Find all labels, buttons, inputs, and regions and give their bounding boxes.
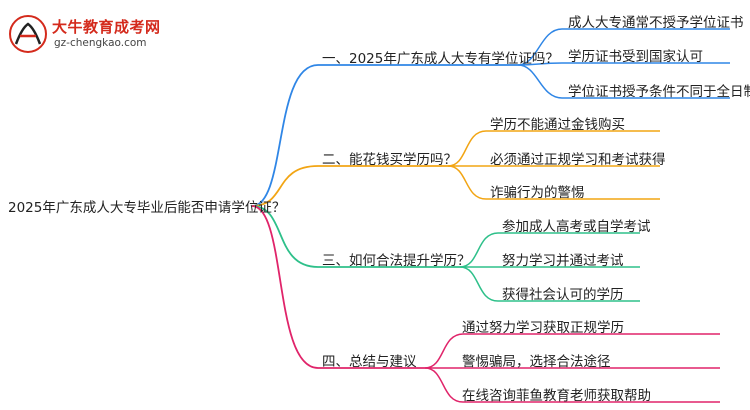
branch-3-child-1-curve xyxy=(459,232,499,268)
branch-3-child-3-curve xyxy=(459,266,499,302)
branch-4-item-3: 在线咨询菲鱼教育老师获取帮助 xyxy=(462,388,651,404)
branch-2-curve xyxy=(251,165,319,207)
branch-1-child-3-curve xyxy=(517,64,563,99)
branch-4-child-1-curve xyxy=(424,333,464,369)
root-topic: 2025年广东成人大专毕业后能否申请学位证？ xyxy=(8,200,286,216)
branch-3-item-1: 参加成人高考或自学考试 xyxy=(502,219,651,235)
logo-title: 大牛教育成考网 xyxy=(52,18,161,36)
branch-1-label: 一、2025年广东成人大专有学位证吗？ xyxy=(322,51,559,67)
branch-1-curve xyxy=(251,64,319,207)
branch-1-child-1-curve xyxy=(517,28,563,66)
branch-4-child-3-curve xyxy=(424,367,464,403)
branch-3-label: 三、如何合法提升学历？ xyxy=(322,253,471,269)
branch-2-item-1: 学历不能通过金钱购买 xyxy=(490,117,625,133)
branch-2-item-2: 必须通过正规学习和考试获得 xyxy=(490,152,666,168)
branch-1-item-1: 成人大专通常不授予学位证书 xyxy=(568,15,744,31)
logo-url: gz-chengkao.com xyxy=(54,37,147,49)
site-logo[interactable]: 大牛教育成考网 gz-chengkao.com xyxy=(8,14,161,54)
logo-icon xyxy=(9,15,47,53)
branch-3-item-3: 获得社会认可的学历 xyxy=(502,287,624,303)
branch-2-item-3: 诈骗行为的警惕 xyxy=(490,185,585,201)
branch-2-child-1-curve xyxy=(447,130,487,167)
branch-4-item-2: 警惕骗局，选择合法途径 xyxy=(462,354,611,370)
branch-1-item-3: 学位证书授予条件不同于全日制教育 xyxy=(568,84,750,100)
branch-4-item-1: 通过努力学习获取正规学历 xyxy=(462,320,624,336)
branch-4-curve xyxy=(251,205,319,369)
branch-2-label: 二、能花钱买学历吗？ xyxy=(322,152,457,168)
branch-3-curve xyxy=(251,205,319,268)
branch-4-label: 四、总结与建议 xyxy=(322,354,417,370)
branch-1-item-2: 学历证书受到国家认可 xyxy=(568,49,703,65)
branch-3-item-2: 努力学习并通过考试 xyxy=(502,253,624,269)
branch-2-child-3-curve xyxy=(447,165,487,200)
